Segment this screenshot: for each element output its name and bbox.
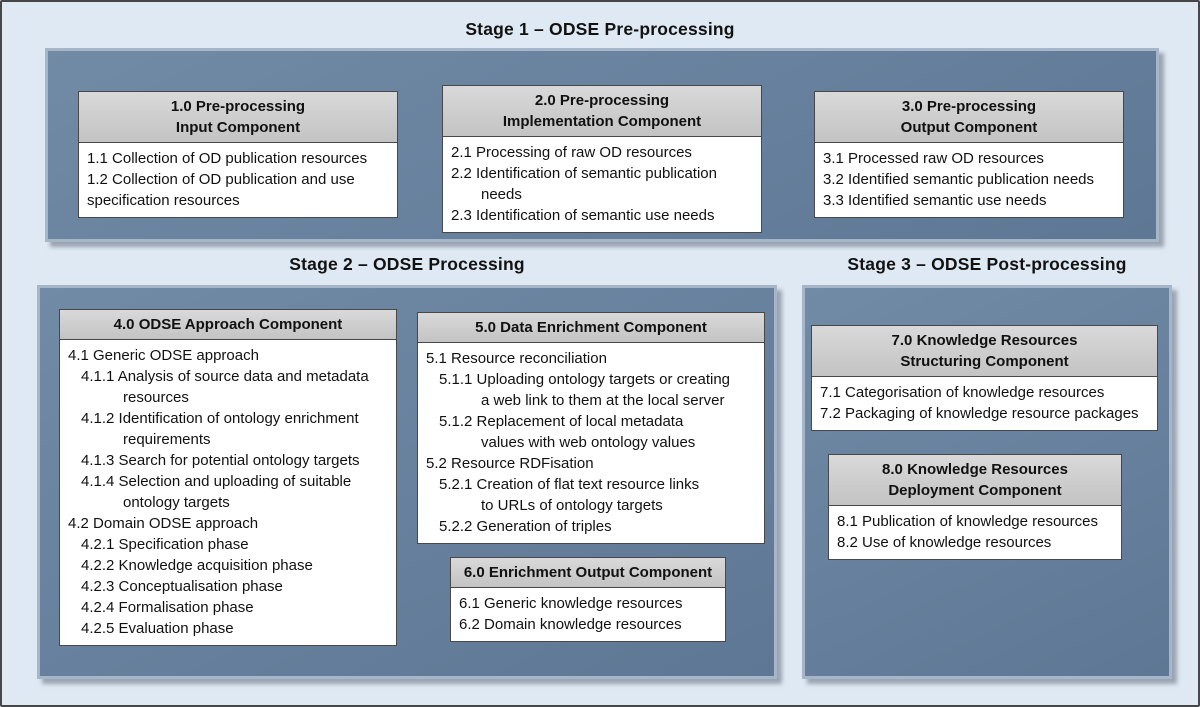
box-2-0-header: 2.0 Pre-processing Implementation Compon…	[443, 86, 761, 137]
box-2-0-preprocessing-implementation-component: 2.0 Pre-processing Implementation Compon…	[442, 85, 762, 233]
activity-1-2: 1.2 Collection of OD publication and use	[87, 171, 355, 188]
box-4-0-header-line-1: 4.0 ODSE Approach Component	[113, 316, 343, 333]
stage1-panel: 1.0 Pre-processing Input Component 1.1 C…	[45, 48, 1159, 242]
activity-5-2-1: 5.2.1 Creation of flat text resource lin…	[439, 476, 700, 493]
activity-7-2: 7.2 Packaging of knowledge resource pack…	[820, 405, 1139, 422]
box-5-0-header: 5.0 Data Enrichment Component	[418, 313, 764, 343]
box-5-0-data-enrichment-component: 5.0 Data Enrichment Component 5.1 Resour…	[417, 312, 765, 544]
activity-5-2: 5.2 Resource RDFisation	[426, 455, 594, 472]
activity-5-1-1-continued: a web link to them at the local server	[481, 392, 725, 409]
box-3-0-preprocessing-output-component: 3.0 Pre-processing Output Component 3.1 …	[814, 91, 1124, 218]
activity-4-1: 4.1 Generic ODSE approach	[68, 347, 259, 364]
box-5-0-body: 5.1 Resource reconciliation 5.1.1 Upload…	[418, 343, 764, 543]
box-2-0-body: 2.1 Processing of raw OD resources 2.2 I…	[443, 137, 761, 232]
stage2-title: Stage 2 – ODSE Processing	[289, 254, 525, 274]
box-8-0-header-line-1: 8.0 Knowledge Resources	[882, 461, 1068, 478]
box-4-0-body: 4.1 Generic ODSE approach 4.1.1 Analysis…	[60, 340, 396, 645]
activity-3-3: 3.3 Identified semantic use needs	[823, 192, 1047, 209]
box-2-0-header-line-2: Implementation Component	[502, 113, 702, 130]
activity-4-1-1: 4.1.1 Analysis of source data and metada…	[81, 368, 369, 385]
activity-7-1: 7.1 Categorisation of knowledge resource…	[820, 384, 1105, 401]
activity-3-1: 3.1 Processed raw OD resources	[823, 150, 1044, 167]
activity-2-3: 2.3 Identification of semantic use needs	[451, 207, 715, 224]
box-4-0-odse-approach-component: 4.0 ODSE Approach Component 4.1 Generic …	[59, 309, 397, 646]
stage2-panel: 4.0 ODSE Approach Component 4.1 Generic …	[37, 285, 777, 679]
activity-4-2-4: 4.2.4 Formalisation phase	[81, 599, 254, 616]
box-1-0-header-line-2: Input Component	[175, 119, 301, 136]
activity-6-2: 6.2 Domain knowledge resources	[459, 616, 682, 633]
activity-4-1-2-continued: requirements	[123, 431, 211, 448]
box-1-0-preprocessing-input-component: 1.0 Pre-processing Input Component 1.1 C…	[78, 91, 398, 218]
activity-4-2-5: 4.2.5 Evaluation phase	[81, 620, 234, 637]
box-4-0-header: 4.0 ODSE Approach Component	[60, 310, 396, 340]
box-3-0-header-line-2: Output Component	[900, 119, 1038, 136]
box-6-0-header: 6.0 Enrichment Output Component	[451, 558, 725, 588]
box-3-0-header-line-1: 3.0 Pre-processing	[901, 98, 1037, 115]
stage3-title: Stage 3 – ODSE Post-processing	[847, 254, 1127, 274]
activity-6-1: 6.1 Generic knowledge resources	[459, 595, 683, 612]
activity-4-2: 4.2 Domain ODSE approach	[68, 515, 259, 532]
activity-4-2-3: 4.2.3 Conceptualisation phase	[81, 578, 283, 595]
activity-5-1-2: 5.1.2 Replacement of local metadata	[439, 413, 684, 430]
activity-5-1-1: 5.1.1 Uploading ontology targets or crea…	[439, 371, 731, 388]
box-7-0-knowledge-resources-structuring-component: 7.0 Knowledge Resources Structuring Comp…	[811, 325, 1158, 431]
activity-2-1: 2.1 Processing of raw OD resources	[451, 144, 692, 161]
box-3-0-header: 3.0 Pre-processing Output Component	[815, 92, 1123, 143]
activity-4-1-1-continued: resources	[123, 389, 189, 406]
box-6-0-enrichment-output-component: 6.0 Enrichment Output Component 6.1 Gene…	[450, 557, 726, 642]
activity-4-1-4: 4.1.4 Selection and uploading of suitabl…	[81, 473, 352, 490]
activity-1-2-continued: specification resources	[87, 192, 240, 209]
activity-5-1-2-continued: values with web ontology values	[481, 434, 696, 451]
box-7-0-header: 7.0 Knowledge Resources Structuring Comp…	[812, 326, 1157, 377]
box-8-0-knowledge-resources-deployment-component: 8.0 Knowledge Resources Deployment Compo…	[828, 454, 1122, 560]
activity-4-2-1: 4.2.1 Specification phase	[81, 536, 249, 553]
activity-2-2: 2.2 Identification of semantic publicati…	[451, 165, 717, 182]
box-3-0-body: 3.1 Processed raw OD resources 3.2 Ident…	[815, 143, 1123, 217]
box-8-0-header: 8.0 Knowledge Resources Deployment Compo…	[829, 455, 1121, 506]
activity-4-1-3: 4.1.3 Search for potential ontology targ…	[81, 452, 360, 469]
box-2-0-header-line-1: 2.0 Pre-processing	[534, 92, 670, 109]
activity-1-1: 1.1 Collection of OD publication resourc…	[87, 150, 368, 167]
activity-2-2-continued: needs	[481, 186, 522, 203]
activity-4-1-2: 4.1.2 Identification of ontology enrichm…	[81, 410, 359, 427]
activity-5-2-1-continued: to URLs of ontology targets	[481, 497, 663, 514]
stage1-title: Stage 1 – ODSE Pre-processing	[465, 19, 735, 39]
activity-4-2-2: 4.2.2 Knowledge acquisition phase	[81, 557, 313, 574]
activity-8-2: 8.2 Use of knowledge resources	[837, 534, 1052, 551]
box-1-0-body: 1.1 Collection of OD publication resourc…	[79, 143, 397, 217]
box-7-0-body: 7.1 Categorisation of knowledge resource…	[812, 377, 1157, 430]
activity-5-1: 5.1 Resource reconciliation	[426, 350, 607, 367]
box-1-0-header: 1.0 Pre-processing Input Component	[79, 92, 397, 143]
box-1-0-header-line-1: 1.0 Pre-processing	[170, 98, 306, 115]
stage3-panel: 7.0 Knowledge Resources Structuring Comp…	[802, 285, 1172, 679]
box-5-0-header-line-1: 5.0 Data Enrichment Component	[475, 319, 707, 336]
box-6-0-header-line-1: 6.0 Enrichment Output Component	[463, 564, 713, 581]
box-7-0-header-line-1: 7.0 Knowledge Resources	[891, 332, 1078, 349]
activity-3-2: 3.2 Identified semantic publication need…	[823, 171, 1095, 188]
activity-5-2-2: 5.2.2 Generation of triples	[439, 518, 612, 535]
box-7-0-header-line-2: Structuring Component	[900, 353, 1069, 370]
box-8-0-header-line-2: Deployment Component	[888, 482, 1062, 499]
activity-4-1-4-continued: ontology targets	[123, 494, 230, 511]
box-8-0-body: 8.1 Publication of knowledge resources 8…	[829, 506, 1121, 559]
box-6-0-body: 6.1 Generic knowledge resources 6.2 Doma…	[451, 588, 725, 641]
activity-8-1: 8.1 Publication of knowledge resources	[837, 513, 1098, 530]
